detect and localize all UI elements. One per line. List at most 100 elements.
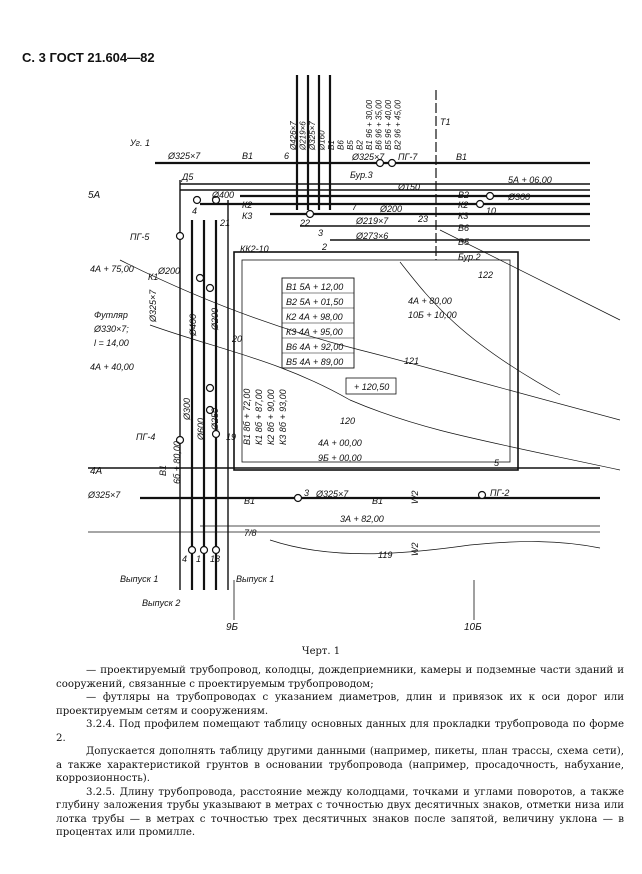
label-10b: 10Б	[464, 622, 482, 633]
figure-caption: Черт. 1	[301, 646, 341, 657]
label-bur3: Бур.3	[350, 170, 373, 180]
top-vertical-label: Ø426×7	[289, 121, 298, 151]
label-d200b: Ø200	[157, 266, 180, 276]
label-pg2: ПГ-2	[490, 488, 509, 498]
top-vertical-label: Ø325×7	[308, 121, 317, 151]
label-k2-86: К2 8б + 90,00	[266, 389, 276, 445]
label-4a: 4А	[90, 466, 103, 477]
top-vertical-label: Ø160	[318, 130, 327, 151]
top-vertical-label: В6 96 + 35,00	[375, 99, 384, 150]
label-t1: Т1	[440, 117, 451, 127]
contour-121: 121	[404, 356, 419, 366]
label-ug1: Уг. 1	[129, 138, 150, 148]
contour-122: 122	[478, 270, 493, 280]
label-n10: 10	[486, 206, 496, 216]
top-vertical-label: В2 96 + 45,00	[394, 99, 403, 150]
label-d400b: Ø400	[188, 314, 198, 337]
label-v1d: В1	[372, 496, 383, 506]
paragraph-5: 3.2.5. Длину трубопровода, расстояние ме…	[56, 786, 624, 839]
label-frac78: 7/8	[244, 528, 257, 538]
label-3a-82: 3А + 82,00	[340, 514, 384, 524]
label-d325-left: Ø325×7	[87, 490, 121, 500]
label-d219: Ø219×7	[355, 216, 389, 226]
top-vertical-label: В2	[356, 140, 365, 150]
label-k3b: К3	[458, 211, 468, 221]
label-5a-06: 5А + 06,00	[508, 175, 552, 185]
label-elev: + 120,50	[354, 382, 389, 392]
label-n19: 19	[226, 432, 236, 442]
label-n4b: 4	[182, 554, 187, 564]
label-d325-vert: Ø325×7	[148, 289, 158, 323]
page-header: С. 3 ГОСТ 21.604—82	[22, 50, 155, 65]
label-pg5: ПГ-5	[130, 232, 150, 242]
label-n5: 5	[494, 458, 500, 468]
label-d300b: Ø300	[182, 398, 192, 421]
label-n20: 20	[231, 334, 242, 344]
label-n2: 2	[321, 242, 327, 252]
top-vertical-label: В6	[337, 140, 346, 150]
table-row-4: К3 4А + 95,00	[286, 327, 343, 337]
label-d200c: Ø200	[210, 308, 220, 331]
top-vertical-label: В5	[346, 140, 355, 150]
table-row-6: В5 4А + 89,00	[286, 357, 343, 367]
paragraph-1: — проектируемый трубопровод, колодцы, до…	[56, 665, 624, 690]
label-k3a: К3	[242, 211, 252, 221]
label-d150: Ø150	[397, 182, 420, 192]
top-vertical-label: В5 96 + 40,00	[384, 99, 393, 150]
paragraph-2: — футляры на трубопроводах с указанием д…	[56, 692, 624, 717]
label-vyp2: Выпуск 2	[142, 598, 180, 608]
label-10b-10: 10Б + 10,00	[408, 310, 457, 320]
label-4a-40: 4А + 40,00	[90, 362, 134, 372]
label-f330: Ø330×7;	[93, 324, 129, 334]
label-d325-top2: Ø325×7	[351, 152, 385, 162]
label-v2: В2	[458, 190, 469, 200]
paragraph-3: 3.2.4. Под профилем помещают таблицу осн…	[56, 719, 624, 744]
table-row-5: В6 4А + 92,00	[286, 342, 343, 352]
label-d200a: Ø200	[379, 204, 402, 214]
label-4a-75: 4А + 75,00	[90, 264, 134, 274]
label-vyp1a: Выпуск 1	[120, 574, 158, 584]
label-9b: 9Б	[226, 622, 239, 633]
label-d325-bot: Ø325×7	[315, 489, 349, 499]
label-k3-86: К3 8б + 93,00	[278, 389, 288, 445]
label-l14: l = 14,00	[94, 338, 129, 348]
label-4a-80: 4А + 80,00	[408, 296, 452, 306]
label-w2b: W2	[410, 543, 420, 557]
label-n6: 6	[284, 151, 289, 161]
label-4a-00: 4А + 00,00	[318, 438, 362, 448]
label-v6: В6	[458, 223, 469, 233]
label-futlyar: Футляр	[94, 310, 128, 320]
label-d300: Ø300	[507, 192, 530, 202]
contour-120: 120	[340, 416, 355, 426]
label-n3: 3	[318, 228, 323, 238]
label-d250: Ø250	[210, 408, 220, 431]
top-vertical-label: В1	[327, 140, 336, 150]
label-n1: 1	[196, 554, 201, 564]
label-6b-80: 6б + 80,00	[172, 441, 182, 484]
label-9b-00: 9Б + 00,00	[318, 453, 362, 463]
top-vertical-label: Ø219×6	[299, 121, 308, 151]
label-d600: Ø600	[196, 418, 206, 441]
table-row-2: В2 5А + 01,50	[286, 297, 343, 307]
label-v1c: В1	[244, 496, 255, 506]
label-n18: 18	[210, 554, 220, 564]
label-vyp1b: Выпуск 1	[236, 574, 274, 584]
label-pg4: ПГ-4	[136, 432, 155, 442]
label-n23: 23	[417, 214, 428, 224]
label-n3b: 3	[304, 488, 309, 498]
label-k1: К1	[148, 272, 158, 282]
top-vertical-label: В1 96 + 30,00	[365, 99, 374, 150]
label-v5: В5	[458, 237, 470, 247]
label-w2a: W2	[410, 491, 420, 505]
table-row-1: В1 5А + 12,00	[286, 282, 343, 292]
label-d273: Ø273×6	[355, 231, 388, 241]
contour-119: 119	[378, 550, 392, 560]
label-k1-86: К1 8б + 87,00	[254, 389, 264, 445]
text-body: — проектируемый трубопровод, колодцы, до…	[56, 664, 624, 840]
label-v1-86: В1 8б + 72,00	[242, 389, 252, 445]
label-n7: 7	[352, 202, 358, 212]
label-n21: 21	[219, 218, 230, 228]
label-bur2: Бур.2	[458, 252, 481, 262]
label-n22: 22	[299, 218, 310, 228]
label-d5: Д5	[181, 172, 194, 182]
